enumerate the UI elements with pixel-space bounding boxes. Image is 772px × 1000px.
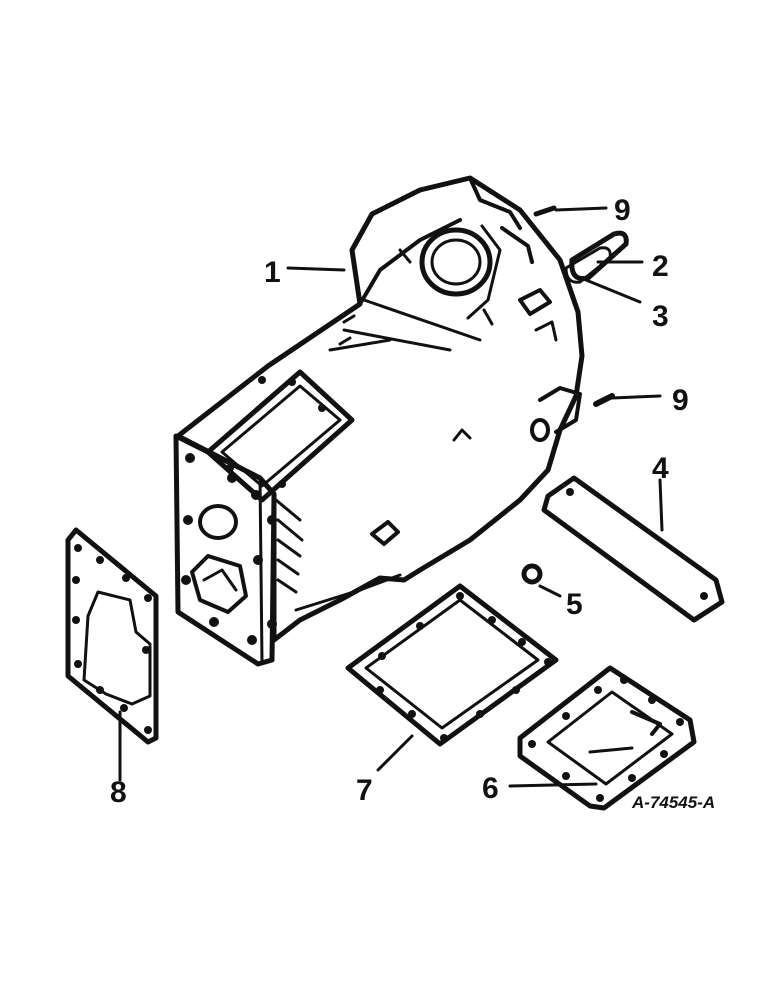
figure-id: A-74545-A <box>631 793 715 812</box>
part-9-pin-lower <box>593 393 615 407</box>
part-7-gasket <box>345 583 559 747</box>
callout-3: 3 <box>652 300 669 333</box>
callout-9-upper: 9 <box>614 194 631 227</box>
callout-9-lower: 9 <box>672 384 689 417</box>
part-8-gasket <box>65 527 159 745</box>
part-1-housing <box>173 175 585 667</box>
part-6-cover <box>517 665 697 811</box>
leader-lines <box>118 206 664 788</box>
callout-4: 4 <box>652 452 669 485</box>
callout-5: 5 <box>566 588 583 621</box>
part-3-gasket <box>564 246 612 284</box>
part-9-pin-upper <box>533 205 557 217</box>
part-2-cover <box>569 230 629 282</box>
part-4-plate <box>541 475 725 623</box>
callout-2: 2 <box>652 250 669 283</box>
callout-1: 1 <box>264 256 281 289</box>
part-5-plug <box>521 563 543 585</box>
callout-8: 8 <box>110 776 127 809</box>
callout-6: 6 <box>482 772 499 805</box>
callout-7: 7 <box>356 774 373 807</box>
